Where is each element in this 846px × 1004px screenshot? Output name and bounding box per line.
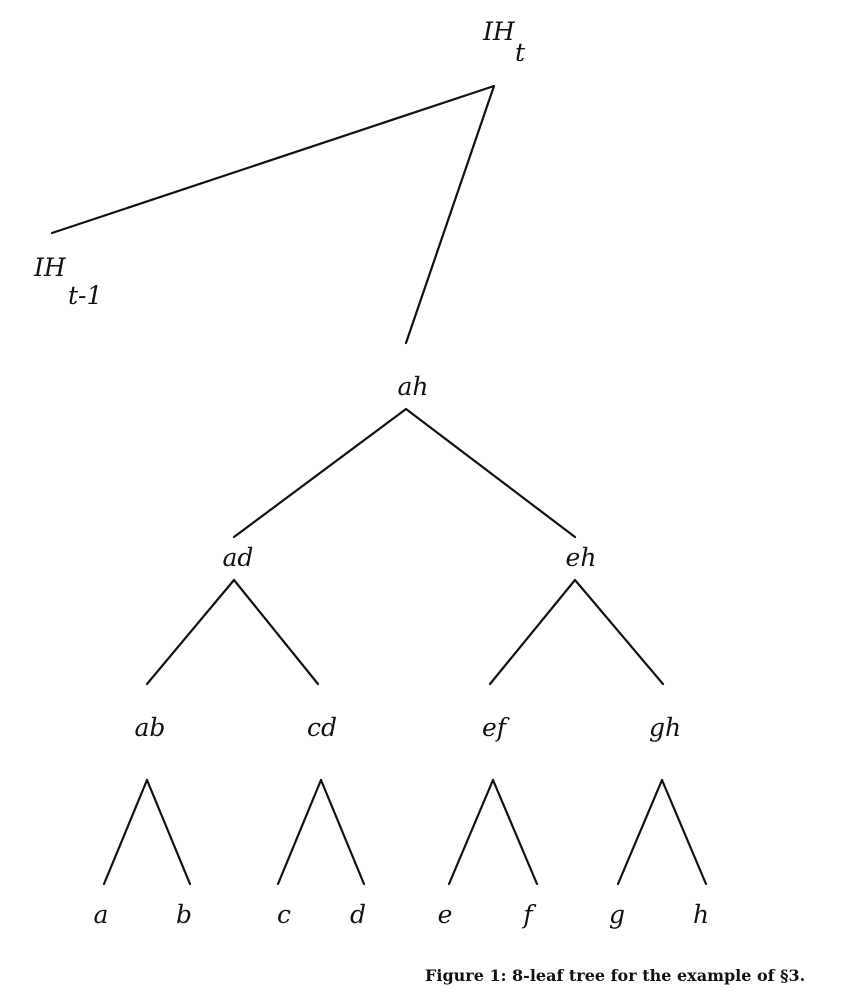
edge-ef-to-f bbox=[491, 778, 539, 886]
edge-ad-to-ab bbox=[145, 578, 236, 686]
tree-node-labels: ah ad eh ab cd ef gh a b c d e f g h bbox=[94, 372, 710, 929]
leaf-d: d bbox=[350, 900, 366, 929]
leaf-b: b bbox=[176, 900, 192, 929]
edge-gh-to-g bbox=[616, 778, 664, 886]
leaf-e: e bbox=[438, 900, 453, 929]
edge-ab-to-a bbox=[102, 778, 149, 886]
edge-ah-to-eh bbox=[404, 407, 577, 539]
tree-edges bbox=[50, 84, 708, 886]
edge-cd-to-d bbox=[319, 778, 366, 886]
node-ab: ab bbox=[135, 713, 166, 742]
edge-ad-to-cd bbox=[232, 578, 320, 686]
ih-t-minus-1-subscript-label: t-1 bbox=[68, 281, 102, 310]
node-ef: ef bbox=[482, 713, 510, 742]
leaf-a: a bbox=[94, 900, 109, 929]
node-ih-t: IH t bbox=[482, 17, 526, 67]
edge-cd-to-c bbox=[276, 778, 323, 886]
edge-ah-to-ad bbox=[232, 407, 408, 539]
node-eh: eh bbox=[566, 543, 597, 572]
ih-t-main-label: IH bbox=[482, 17, 516, 46]
leaf-f: f bbox=[521, 900, 536, 929]
node-ad: ad bbox=[223, 543, 254, 572]
node-gh: gh bbox=[649, 713, 681, 742]
ih-t-minus-1-main-label: IH bbox=[33, 253, 67, 282]
figure-caption: Figure 1: 8-leaf tree for the example of… bbox=[425, 966, 806, 985]
node-ih-t-minus-1: IH t-1 bbox=[33, 253, 102, 310]
edge-ef-to-e bbox=[447, 778, 495, 886]
leaf-c: c bbox=[277, 900, 291, 929]
node-ah: ah bbox=[397, 372, 428, 401]
edge-iht-to-ah bbox=[404, 84, 496, 345]
edge-gh-to-h bbox=[660, 778, 708, 886]
leaf-h: h bbox=[693, 900, 709, 929]
edge-iht-to-iht-1 bbox=[50, 84, 496, 235]
leaf-g: g bbox=[609, 900, 625, 929]
ih-t-subscript-label: t bbox=[515, 38, 526, 67]
edge-eh-to-ef bbox=[488, 578, 577, 686]
edge-eh-to-gh bbox=[573, 578, 665, 686]
edge-ab-to-b bbox=[145, 778, 192, 886]
node-cd: cd bbox=[307, 713, 337, 742]
